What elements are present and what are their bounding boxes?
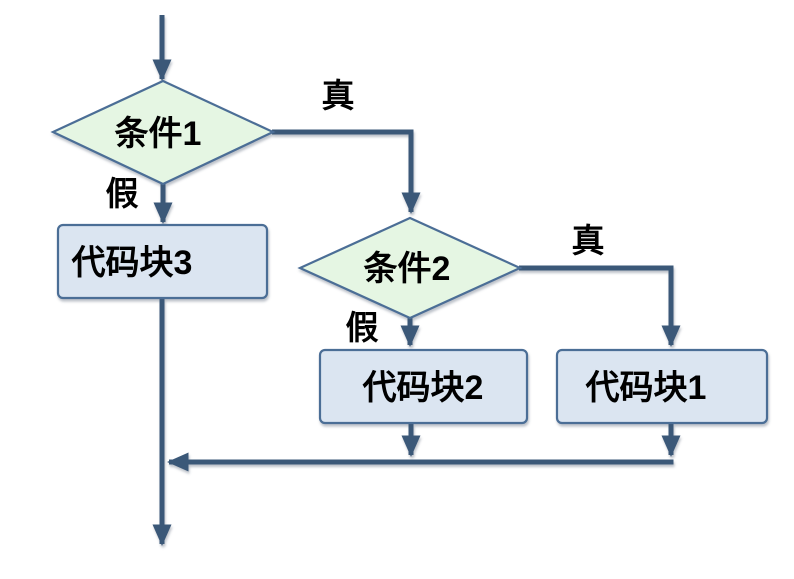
- node-condition1-diamond: [50, 79, 276, 186]
- node-condition2-diamond: [297, 216, 523, 320]
- condition2-true-label: 真: [572, 223, 605, 260]
- node-block1-rect: [555, 348, 769, 425]
- block1-label: 代码块1: [585, 369, 707, 407]
- node-block3-rect: [56, 223, 269, 300]
- block2-label: 代码块2: [362, 369, 484, 407]
- condition1-false-label: 假: [106, 176, 139, 213]
- block3-label: 代码块3: [71, 244, 193, 282]
- condition1-label: 条件1: [115, 115, 202, 153]
- edge-condition2-true-to-block1: [519, 265, 681, 347]
- node-block2-rect: [318, 348, 529, 425]
- edge-condition1-true-to-condition2: [272, 129, 421, 214]
- condition2-false-label: 假: [346, 310, 379, 347]
- condition1-true-label: 真: [322, 78, 355, 115]
- condition2-label: 条件2: [364, 250, 451, 288]
